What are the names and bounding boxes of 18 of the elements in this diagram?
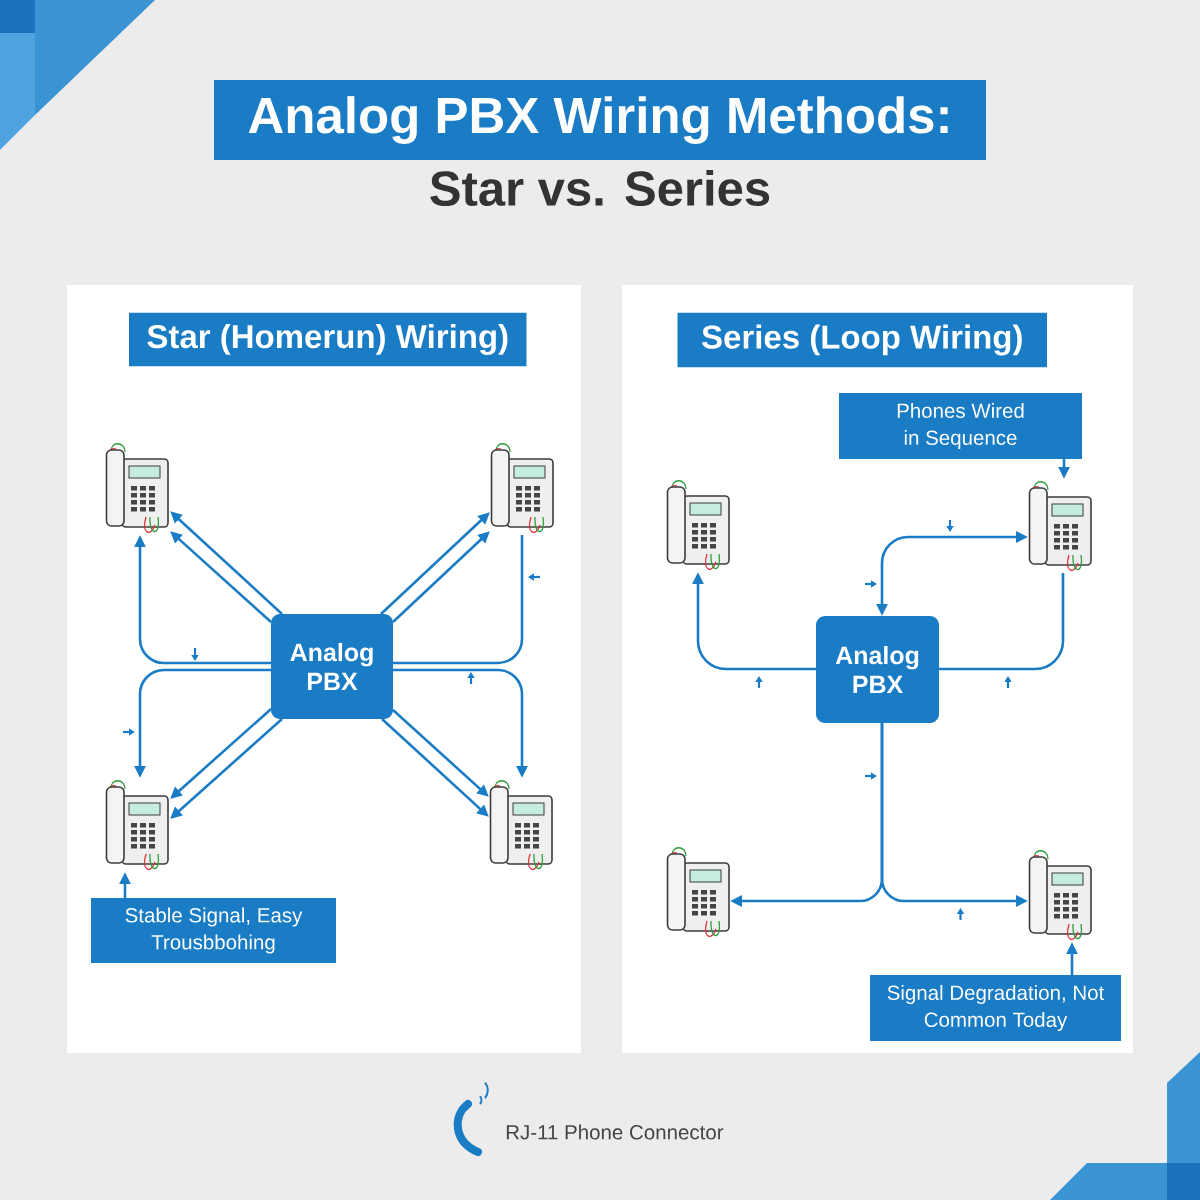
pbx-box: Analog PBX <box>816 616 939 723</box>
callout-box: Phones Wired in Sequence <box>839 393 1082 459</box>
title-banner: Analog PBX Wiring Methods: <box>214 80 986 160</box>
subtitle: Star vs. Series <box>430 170 770 206</box>
heading-banner: Star (Homerun) Wiring) <box>129 312 527 367</box>
legend-text: RJ-11 Phone Connector <box>506 1124 724 1140</box>
desk-phone <box>105 780 169 870</box>
desk-phone <box>490 443 554 533</box>
desk-phone <box>105 443 169 533</box>
desk-phone <box>1028 850 1092 940</box>
heading-banner: Series (Loop Wiring) <box>677 312 1047 368</box>
callout-box: Signal Degradation, Not Common Today <box>870 975 1121 1041</box>
desk-phone <box>489 780 553 870</box>
desk-phone <box>666 847 730 937</box>
desk-phone <box>666 480 730 570</box>
callout-box: Stable Signal, Easy Trousbbohing <box>91 898 336 963</box>
desk-phone <box>1028 481 1092 571</box>
pbx-box: Analog PBX <box>271 614 393 719</box>
